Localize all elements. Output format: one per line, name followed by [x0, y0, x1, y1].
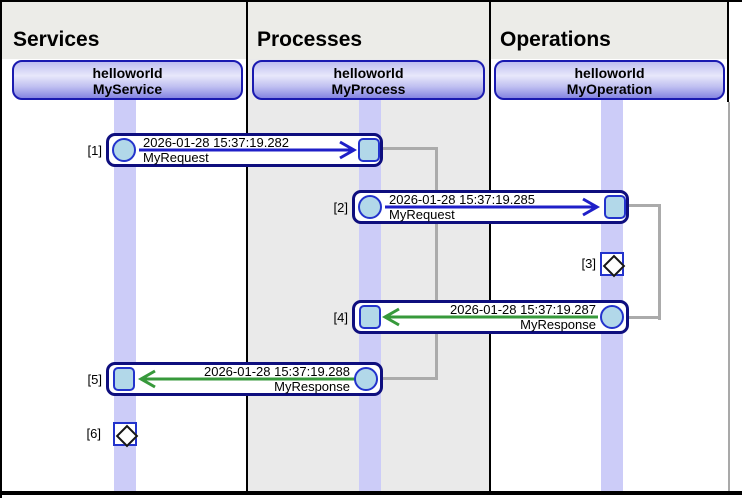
message-target-icon [359, 305, 381, 329]
column-title-services: Services [13, 28, 100, 51]
message-origin-icon [354, 367, 378, 391]
column-title-operations: Operations [500, 28, 611, 51]
operation-box[interactable]: helloworld MyOperation [494, 60, 725, 100]
diamond-icon [115, 424, 139, 448]
message-index-label: [1] [87, 143, 102, 158]
return-connector-2 [658, 204, 661, 320]
activity-event-6[interactable] [113, 422, 139, 448]
message-timestamp: 2026-01-28 15:37:19.282 [143, 135, 290, 150]
message-1-request[interactable]: 2026-01-28 15:37:19.282 MyRequest [106, 133, 383, 167]
message-origin-icon [358, 195, 382, 219]
message-origin-icon [112, 138, 136, 162]
message-origin-icon [600, 305, 624, 329]
arrow-left-icon [137, 369, 356, 389]
message-4-response[interactable]: 2026-01-28 15:37:19.287 MyResponse [352, 300, 629, 334]
message-timestamp: 2026-01-28 15:37:19.288 [203, 364, 350, 379]
process-box-line2: MyProcess [331, 81, 406, 97]
arrow-left-icon [381, 307, 598, 327]
process-box-line1: helloworld [333, 65, 404, 81]
message-name: MyRequest [389, 207, 455, 222]
frame-border [0, 0, 2, 498]
return-connector-1 [382, 377, 438, 380]
column-separator [489, 0, 491, 491]
frame-border [0, 491, 742, 495]
arrow-right-icon [139, 140, 358, 160]
service-box[interactable]: helloworld MyService [12, 60, 243, 100]
return-connector-1 [435, 147, 438, 380]
column-title-processes: Processes [257, 28, 363, 51]
message-name: MyResponse [520, 317, 596, 332]
column-separator [246, 0, 248, 491]
service-box-line2: MyService [92, 81, 163, 97]
message-index-label: [4] [333, 310, 348, 325]
header-band [2, 2, 728, 59]
operations-lifeline [601, 100, 623, 491]
diagram-right-edge [727, 0, 729, 102]
message-target-icon [358, 138, 380, 162]
message-name: MyRequest [143, 150, 209, 165]
arrow-right-icon [385, 197, 601, 217]
process-box[interactable]: helloworld MyProcess [252, 60, 485, 100]
message-index-label: [2] [333, 200, 348, 215]
service-box-line1: helloworld [92, 65, 163, 81]
diamond-icon [602, 254, 626, 278]
message-5-response[interactable]: 2026-01-28 15:37:19.288 MyResponse [106, 362, 383, 396]
return-connector-2 [624, 316, 661, 319]
message-2-request[interactable]: 2026-01-28 15:37:19.285 MyRequest [352, 190, 629, 224]
activity-event-3[interactable] [600, 252, 626, 278]
message-timestamp: 2026-01-28 15:37:19.285 [389, 192, 536, 207]
message-index-label: [5] [87, 372, 102, 387]
return-connector-1 [382, 147, 438, 150]
message-name: MyResponse [274, 379, 350, 394]
message-target-icon [113, 367, 135, 391]
event-index-label: [3] [581, 256, 596, 271]
message-target-icon [604, 195, 626, 219]
operation-box-line1: helloworld [574, 65, 645, 81]
operation-box-line2: MyOperation [566, 81, 653, 97]
message-timestamp: 2026-01-28 15:37:19.287 [449, 302, 596, 317]
return-connector-2 [628, 204, 661, 207]
event-index-label: [6] [86, 426, 101, 441]
frame-border [0, 0, 742, 2]
diagram-right-edge [728, 102, 730, 491]
